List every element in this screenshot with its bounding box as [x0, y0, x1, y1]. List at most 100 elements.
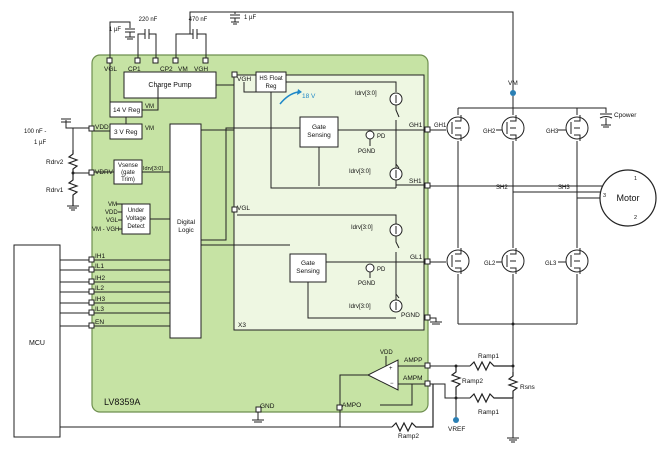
vm-node-label: VM	[508, 80, 518, 87]
pin-il3: IL3	[95, 306, 104, 313]
pin-vgh-top: VGH	[194, 66, 208, 73]
ext-gl2-label: GL2	[484, 261, 496, 267]
reg-3v-vm: VM	[145, 126, 154, 132]
cpower-label: Cpower	[614, 112, 637, 119]
internal-vgl: VGL	[237, 205, 250, 212]
amp-minus: −	[390, 381, 394, 387]
mosfet-hs-2	[501, 115, 525, 141]
ext-gh3-label: GH3	[546, 129, 559, 135]
ext-sh3-label: SH3	[558, 185, 570, 191]
cap-220nf-label: 220 nF	[139, 17, 158, 23]
internal-vgh: VGH	[237, 76, 251, 83]
uvd-in-vmvgh: VM - VGH	[92, 227, 119, 233]
mcu-signal-lines	[60, 259, 170, 327]
pin-il2: IL2	[95, 285, 104, 292]
pin-vdd: VDD	[95, 124, 109, 131]
pgnd-ls: PGND	[358, 281, 376, 287]
pin-vm-top: VM	[178, 66, 188, 73]
ramp1-top-resistor	[469, 360, 513, 372]
pin-ampo: AMPO	[342, 402, 361, 409]
motor-phase-1: 1	[634, 176, 637, 182]
uvd-label-1: Under	[128, 208, 144, 214]
pin-cp2: CP2	[160, 66, 173, 73]
pin-ih2: IH2	[95, 275, 106, 282]
pin-ih3: IH3	[95, 296, 106, 303]
charge-pump-label: Charge Pump	[148, 82, 191, 89]
ramp2-bottom-resistor	[391, 384, 434, 433]
pd-ls: PD	[377, 267, 386, 273]
vsense-label-1: Vsense	[118, 163, 139, 169]
pin-sh1: SH1	[409, 178, 422, 185]
ext-gh1-label: GH1	[434, 123, 447, 129]
reg-14v-vm: VM	[145, 104, 154, 110]
mosfet-ls-3	[565, 248, 589, 274]
gate-sensing-hs-2: Sensing	[307, 132, 331, 139]
v18-label: 18 V	[302, 93, 316, 100]
uvd-block	[121, 203, 151, 235]
chip-name: LV8359A	[104, 397, 140, 407]
vref-label: VREF	[448, 426, 465, 433]
reg-3v-label: 3 V Reg	[114, 129, 138, 136]
digital-logic-label-1: Digital	[177, 219, 196, 226]
ext-sh2-label: SH2	[496, 185, 508, 191]
pin-gh1: GH1	[409, 122, 423, 129]
gate-sensing-ls-2: Sensing	[296, 268, 320, 275]
rdrv1-resistor	[67, 173, 79, 206]
ramp2-mid-label: Ramp2	[462, 378, 483, 385]
uvd-in-vdd: VDD	[105, 210, 118, 216]
rsns-resistor	[507, 372, 519, 398]
pin-il1: IL1	[95, 263, 104, 270]
idrv-ls-1: Idrv[3:0]	[351, 225, 373, 231]
idrv-ls-2: Idrv[3:0]	[349, 304, 371, 310]
cap-100nf-label-1: 100 nF -	[24, 129, 46, 135]
pin-pgnd: PGND	[401, 312, 420, 319]
pin-gl1: GL1	[410, 254, 423, 261]
mcu-label: MCU	[29, 340, 45, 347]
mcu-block	[13, 244, 61, 438]
uvd-label-3: Detect	[127, 224, 145, 230]
digital-logic-block	[169, 123, 202, 339]
vm-node-dot	[510, 90, 516, 96]
mosfet-ls-2	[501, 248, 525, 274]
uvd-label-2: Voltage	[126, 216, 147, 222]
x3-label: X3	[238, 322, 246, 329]
ext-gh2-label: GH2	[483, 129, 496, 135]
pd-hs: PD	[377, 134, 386, 140]
pin-ih1: IH1	[95, 253, 106, 260]
vsense-idrv-label: Idrv[3:0]	[143, 166, 163, 172]
pin-en: EN	[95, 319, 104, 326]
charge-pump-block	[123, 71, 217, 99]
ramp1-bottom-resistor	[469, 392, 513, 404]
idrv-hs-1: Idrv[3:0]	[355, 91, 377, 97]
uvd-in-vm: VM	[108, 202, 117, 208]
rdrv2-resistor	[67, 150, 79, 173]
pin-ampm: AMPM	[403, 375, 423, 382]
pin-vgl-top: VGL	[104, 66, 117, 73]
uvd-in-vgl: VGL	[106, 218, 119, 224]
vsense-label-3: Trim)	[121, 177, 135, 183]
ramp1-bottom-label: Ramp1	[478, 409, 499, 416]
rdrv2-label: Rdrv2	[46, 159, 64, 166]
cap-470nf-label: 470 nF	[189, 17, 208, 23]
current-sense-amp	[366, 359, 399, 391]
reg-14v-label: 14 V Reg	[113, 107, 140, 114]
motor-label: Motor	[616, 193, 639, 203]
digital-logic-label-2: Logic	[178, 227, 194, 234]
gate-sensing-ls-1: Gate	[301, 260, 315, 267]
rsns-label: Rsns	[520, 384, 536, 391]
cap-1uf-right-label: 1 µF	[244, 15, 256, 21]
ext-gl3-label: GL3	[545, 261, 557, 267]
cap-1uf-top-label: 1 µF	[109, 27, 121, 33]
pgnd-hs: PGND	[358, 149, 376, 155]
amp-vdd: VDD	[380, 350, 393, 356]
hs-float-label-2: Reg	[265, 84, 276, 90]
gate-sensing-ls-block	[289, 253, 327, 283]
hs-float-label-1: HS Float	[259, 76, 283, 82]
amp-plus: +	[389, 366, 393, 372]
mosfet-hs-1	[446, 115, 470, 141]
idrv-hs-2: Idrv[3:0]	[349, 169, 371, 175]
pin-ampp: AMPP	[404, 357, 422, 364]
cap-100nf-label-2: 1 µF	[34, 140, 46, 146]
